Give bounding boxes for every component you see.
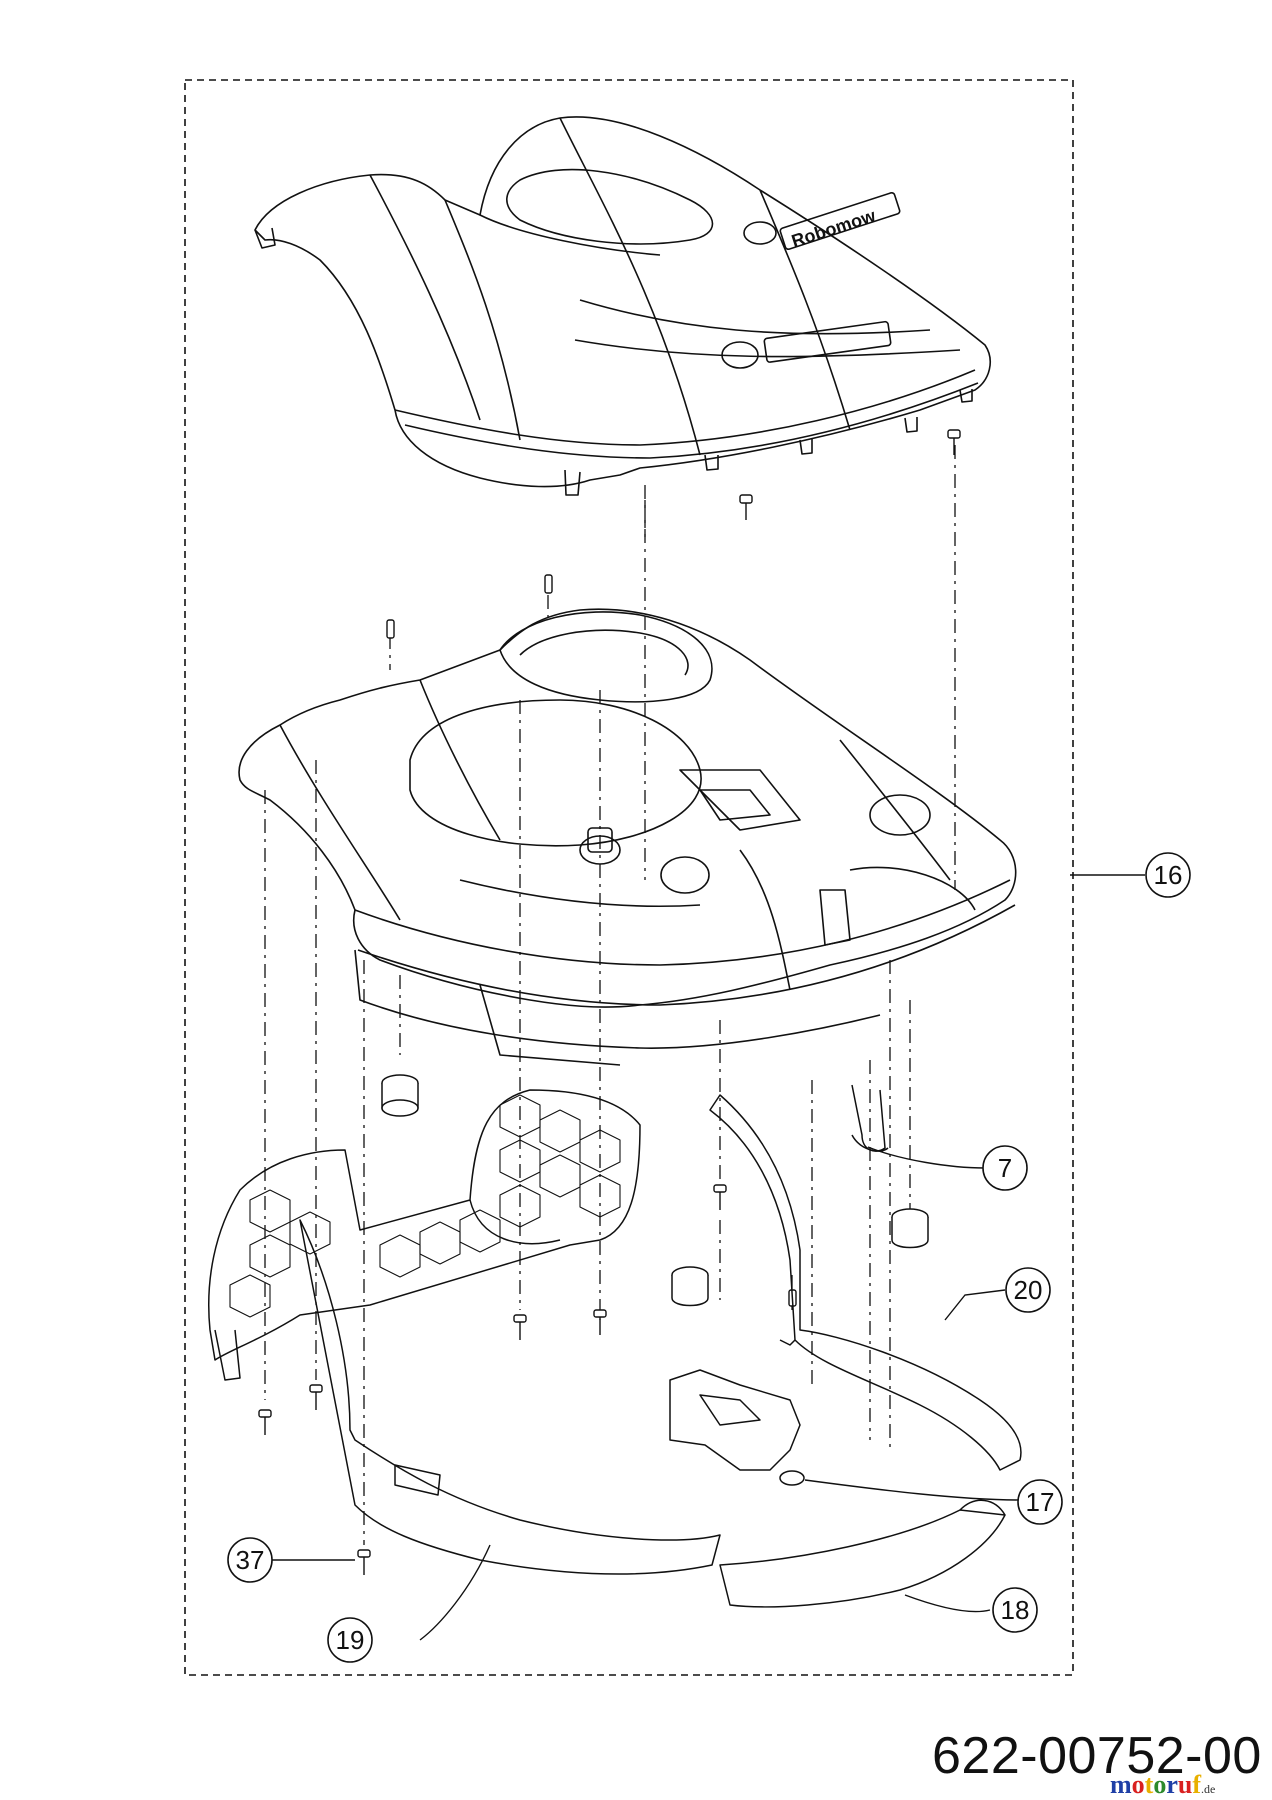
lower-frame-part xyxy=(208,1089,641,1381)
bracket-part xyxy=(669,1369,805,1486)
callout-7: 7 xyxy=(982,1145,1028,1191)
front-bar-part xyxy=(719,1499,1006,1608)
watermark-letter: t xyxy=(1144,1770,1154,1799)
svg-text:37: 37 xyxy=(236,1545,265,1575)
assembly-lines xyxy=(264,445,956,1545)
callout-18: 18 xyxy=(992,1587,1038,1633)
callout-20: 20 xyxy=(1005,1267,1051,1313)
svg-text:20: 20 xyxy=(1014,1275,1043,1305)
chassis-body-part xyxy=(238,608,1017,1066)
callout-17: 17 xyxy=(1017,1479,1063,1525)
watermark-letter: f xyxy=(1192,1770,1202,1799)
watermark-letter: o xyxy=(1131,1770,1145,1799)
callout-16: 16 xyxy=(1145,852,1191,898)
rubber-mounts xyxy=(381,1074,929,1307)
watermark-logo: motoruf.de xyxy=(1110,1770,1215,1800)
svg-text:16: 16 xyxy=(1154,860,1183,890)
left-rail-part xyxy=(299,1219,721,1575)
drawing-number: 622-00752-00 xyxy=(932,1727,1262,1785)
assembly-frame xyxy=(184,79,1074,1676)
watermark-letter: u xyxy=(1177,1770,1193,1799)
leader-lines xyxy=(272,874,1145,1641)
svg-text:17: 17 xyxy=(1026,1487,1055,1517)
right-rail-part xyxy=(709,1094,1022,1471)
callout-19: 19 xyxy=(327,1617,373,1663)
watermark-text: motoruf xyxy=(1110,1770,1201,1799)
watermark-letter: o xyxy=(1153,1770,1167,1799)
watermark-tld: .de xyxy=(1201,1782,1216,1796)
watermark-letter: m xyxy=(1110,1770,1132,1799)
watermark-letter: r xyxy=(1166,1770,1178,1799)
top-cover-part xyxy=(254,116,991,496)
svg-text:19: 19 xyxy=(336,1625,365,1655)
clip-part xyxy=(851,1084,889,1152)
svg-text:18: 18 xyxy=(1001,1595,1030,1625)
screws-and-pins xyxy=(258,429,961,1575)
svg-text:7: 7 xyxy=(998,1153,1012,1183)
callout-37: 37 xyxy=(227,1537,273,1583)
